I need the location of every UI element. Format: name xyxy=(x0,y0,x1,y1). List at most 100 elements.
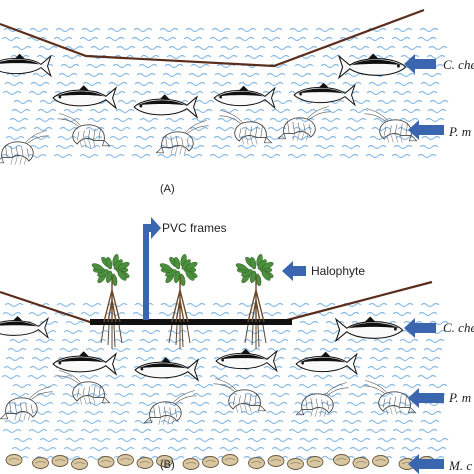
water-ripple xyxy=(164,63,184,69)
water-ripple xyxy=(237,27,257,33)
water-ripple xyxy=(2,311,22,317)
water-ripple xyxy=(429,437,449,443)
water-ripple xyxy=(218,392,238,398)
water-ripple xyxy=(417,374,437,380)
pvc-frames-label: PVC frames xyxy=(162,221,227,235)
water-ripple xyxy=(5,356,25,362)
water-ripple xyxy=(293,126,313,132)
water-ripple xyxy=(373,338,393,344)
water-ripple xyxy=(2,428,22,434)
water-ripple xyxy=(247,437,267,443)
water-ripple xyxy=(269,117,289,123)
water-ripple xyxy=(209,153,229,159)
water-ripple xyxy=(427,108,447,114)
water-ripple xyxy=(241,347,261,353)
water-ripple xyxy=(393,144,413,150)
water-ripple xyxy=(39,320,59,326)
water-ripple xyxy=(3,27,23,33)
pvc-frames-arrow-icon xyxy=(143,217,161,320)
water-ripple xyxy=(367,144,387,150)
water-ripple xyxy=(133,144,153,150)
water-ripple xyxy=(320,63,340,69)
water-ripple xyxy=(347,338,367,344)
water-ripple xyxy=(1,374,21,380)
oyster-icon xyxy=(248,457,265,469)
water-ripple xyxy=(264,419,284,425)
water-ripple xyxy=(183,153,203,159)
water-ripple xyxy=(158,90,178,96)
water-ripple xyxy=(193,329,213,335)
water-ripple xyxy=(113,117,133,123)
water-ripple xyxy=(373,117,393,123)
water-ripple xyxy=(63,108,83,114)
water-ripple xyxy=(212,302,232,308)
oyster-icon xyxy=(372,455,389,467)
water-ripple xyxy=(90,45,110,51)
water-ripple xyxy=(376,383,396,389)
water-ripple xyxy=(297,108,317,114)
water-ripple xyxy=(3,144,23,150)
shrimp-icon xyxy=(0,386,53,421)
water-ripple xyxy=(141,329,161,335)
water-ripple xyxy=(111,126,131,132)
water-ripple xyxy=(189,126,209,132)
water-ripple xyxy=(315,27,335,33)
water-ripple xyxy=(319,126,339,132)
water-ripple xyxy=(318,72,338,78)
water-ripple xyxy=(11,108,31,114)
water-ripple xyxy=(191,117,211,123)
water-ripple xyxy=(368,81,388,87)
water-ripple xyxy=(422,72,442,78)
oyster-icon xyxy=(221,454,239,466)
water-ripple xyxy=(79,36,99,42)
water-ripple xyxy=(403,437,423,443)
arrow-icon xyxy=(404,54,436,74)
oyster-icon xyxy=(51,455,69,467)
water-ripple xyxy=(112,63,132,69)
water-ripple xyxy=(141,446,161,452)
water-ripple xyxy=(211,144,231,150)
water-ripple xyxy=(323,446,343,452)
water-ripple xyxy=(134,81,154,87)
water-ripple xyxy=(30,419,50,425)
arrow-icon xyxy=(282,261,306,281)
water-ripple xyxy=(289,27,309,33)
water-ripple xyxy=(402,45,422,51)
water-ripple xyxy=(56,81,76,87)
water-ripple xyxy=(189,347,209,353)
water-ripple xyxy=(186,81,206,87)
water-ripple xyxy=(212,81,232,87)
water-ripple xyxy=(392,311,412,317)
water-ripple xyxy=(4,302,24,308)
water-ripple xyxy=(420,302,440,308)
water-ripple xyxy=(37,446,57,452)
water-ripple xyxy=(116,45,136,51)
water-ripple xyxy=(290,302,310,308)
water-ripple xyxy=(112,401,132,407)
water-ripple xyxy=(366,90,386,96)
water-ripple xyxy=(209,374,229,380)
water-ripple xyxy=(35,338,55,344)
water-ripple xyxy=(350,45,370,51)
water-ripple xyxy=(318,410,338,416)
oyster-icon xyxy=(71,458,88,470)
water-ripple xyxy=(193,446,213,452)
water-ripple xyxy=(62,392,82,398)
panel-a-label: (A) xyxy=(160,183,175,195)
water-ripple xyxy=(345,347,365,353)
water-ripple xyxy=(340,428,360,434)
water-ripple xyxy=(245,108,265,114)
water-ripple xyxy=(273,437,293,443)
water-ripple xyxy=(12,45,32,51)
water-ripple xyxy=(266,410,286,416)
water-ripple xyxy=(110,72,130,78)
water-ripple xyxy=(142,383,162,389)
water-ripple xyxy=(429,99,449,105)
water-ripple xyxy=(211,27,231,33)
oyster-icon xyxy=(287,458,304,470)
pond-bank-b-left xyxy=(0,290,97,326)
water-ripple xyxy=(87,338,107,344)
water-ripple xyxy=(351,437,371,443)
